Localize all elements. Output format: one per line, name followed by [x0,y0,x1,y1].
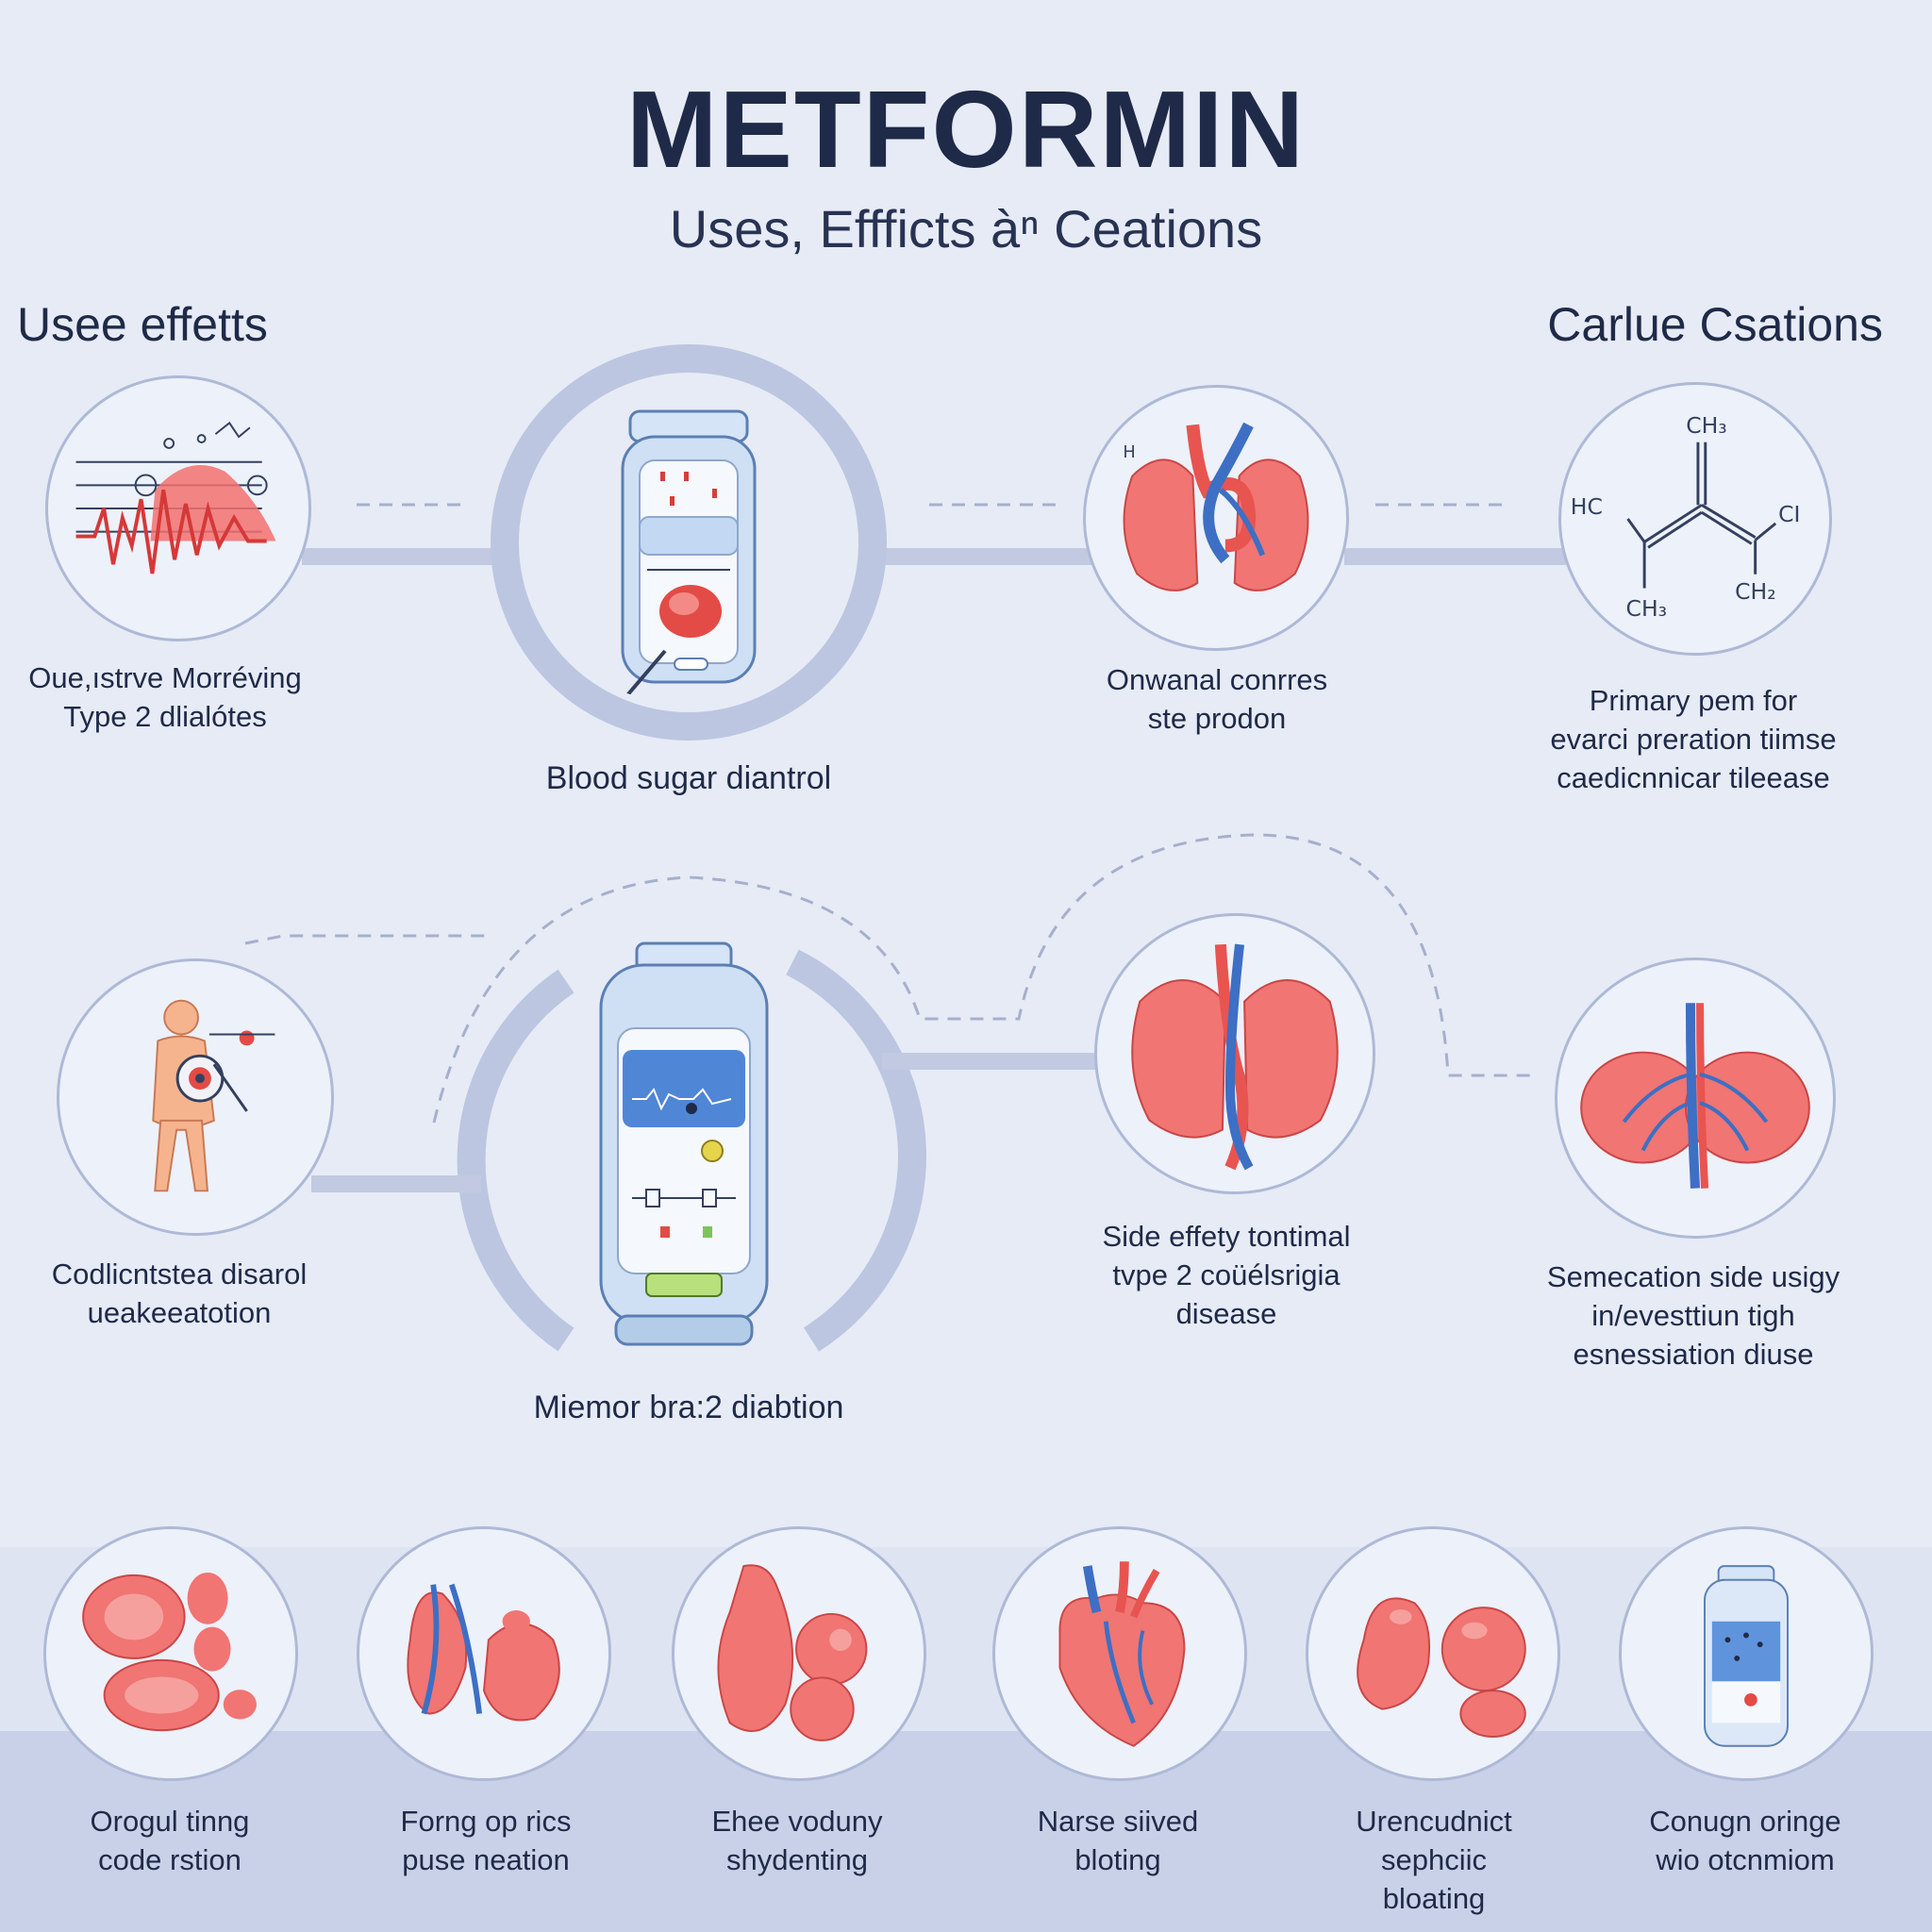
organs-vessels-icon [407,1583,560,1722]
middle-label-4: Semecation side usigy in/evesttiun tigh … [1546,1260,1840,1371]
bottom-label-2: Forng op rics puse neation [400,1805,572,1876]
bottom-circle-5 [1306,1526,1560,1781]
bottom-circle-6 [1619,1526,1874,1781]
middle-label-3: Side effety tontimal tvpe 2 coüélsrigia … [1102,1220,1351,1330]
section-heading-right: Carlue Csations [1547,298,1883,351]
top-label-4: Primary pem for evarci preration tiimse … [1550,684,1837,794]
lungs-heart-circle: H [1083,385,1349,651]
ring-mid-right [786,949,926,1352]
bottom-label-1: Orogul tinng code rstion [90,1805,250,1876]
inhaler-device-top [528,385,849,706]
ecg-chart-icon [75,421,276,575]
atom-label-1: CH₃ [1686,412,1727,439]
atom-label-2: HC [1571,493,1603,520]
svg-text:H: H [1123,443,1135,462]
middle-label-2: Miemor bra:2 diabtion [533,1390,844,1425]
background-band-middle [0,1547,1932,1736]
page-title: METFORMIN [625,68,1307,191]
bottom-label-3: Ehee voduny shydenting [711,1805,883,1876]
bottom-label-6: Conugn oringe wio otcnmiom [1649,1805,1841,1876]
lungs-heart-icon: H [1123,422,1309,591]
chemical-structure-icon: CH₃ HC CI CH₂ CH₃ [1571,412,1801,622]
bottom-label-5: Urencudnict sephciic bloating [1356,1805,1512,1915]
bottom-label-4: Narse siived bloting [1037,1805,1199,1876]
dash-mid-1 [244,934,491,945]
stomach-icon [717,1564,868,1741]
medical-device-icon [615,409,757,706]
middle-label-1: Codlicntstea disarol ueakeeatotion [51,1257,308,1329]
ring-top-device [491,344,887,741]
inhaler-device-middle [571,939,797,1354]
person-figure-icon [152,999,275,1192]
kidney-circle [1555,958,1836,1239]
red-cells-icon [82,1572,257,1732]
top-label-2: Blood sugar diantrol [545,760,832,796]
organ-vessels-icon [1580,1003,1810,1189]
intestine-icon [1357,1597,1526,1738]
page-subtitle: Uses, Effficts àⁿ Ceations [669,199,1263,258]
lungs-circle [1094,913,1375,1194]
atom-label-4: CH₂ [1735,578,1776,605]
bottom-circle-2 [357,1526,611,1781]
background-band-bottom [0,1731,1932,1932]
heart-icon [1058,1561,1186,1747]
section-heading-left: Usee effetts [17,298,268,351]
monitor-device-icon [599,941,769,1346]
bottom-circle-1 [43,1526,298,1781]
medicine-bottle-icon [1704,1565,1789,1747]
atom-label-3: CI [1778,501,1800,527]
top-label-1: Oue,ıstrve Morréving Type 2 dlialótes [28,661,302,733]
person-circle [57,958,334,1236]
bottom-circle-3 [672,1526,926,1781]
top-label-3: Onwanal conrres ste prodon [1106,663,1328,735]
bottom-circle-4 [992,1526,1247,1781]
ring-mid-left [457,969,575,1352]
atom-label-5: CH₃ [1626,595,1668,622]
dash-mid-arc [432,833,1533,1124]
lungs-icon [1131,943,1339,1171]
ecg-chart-circle [45,375,311,641]
molecule-circle: CH₃ HC CI CH₂ CH₃ [1558,382,1832,656]
